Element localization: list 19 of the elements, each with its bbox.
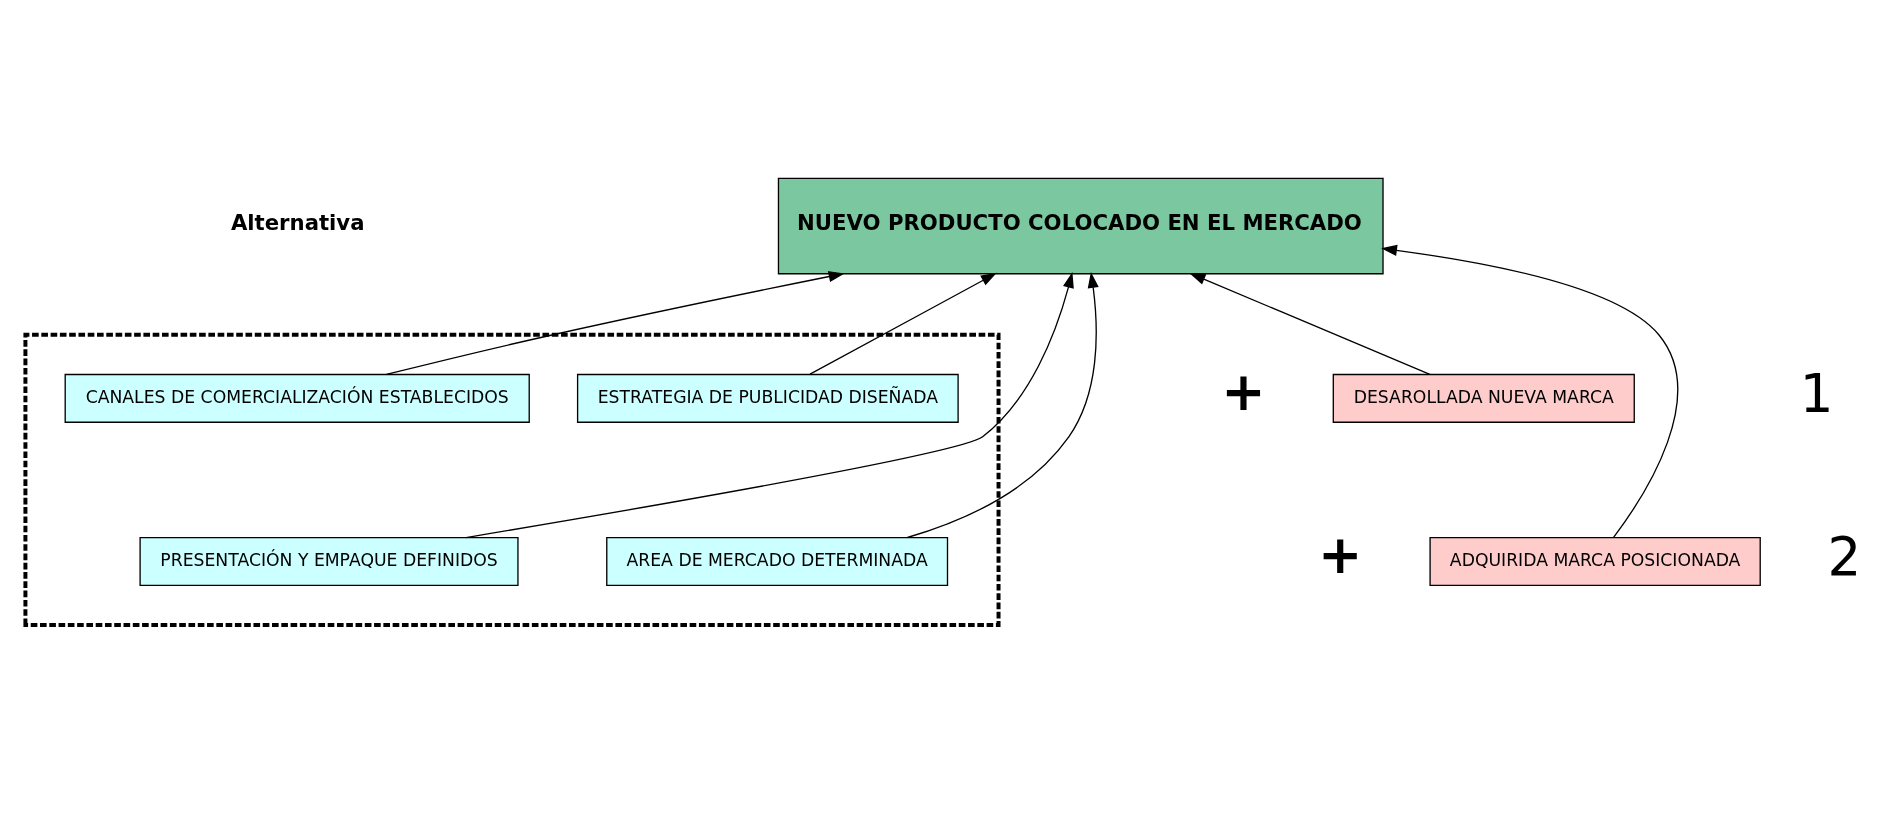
node-box: ADQUIRIDA MARCA POSICIONADA [1429,536,1761,586]
label: Alternativa [230,209,365,235]
arrow [385,270,845,375]
cluster [23,332,1001,627]
node-box: CANALES DE COMERCIALIZACIÓN ESTABLECIDOS [64,373,530,423]
node-box: PRESENTACIÓN Y EMPAQUE DEFINIDOS [139,536,519,586]
node-box: ESTRATEGIA DE PUBLICIDAD DISEÑADA [576,373,959,423]
arrow [1189,272,1431,375]
arrow [809,272,997,375]
arrow [906,271,1099,538]
arrow [465,271,1074,538]
label: + [1318,523,1363,586]
label: 1 [1799,362,1834,425]
label: 2 [1827,525,1862,588]
arrow [1381,244,1679,538]
node-box: NUEVO PRODUCTO COLOCADO EN EL MERCADO [777,177,1384,274]
node-box: AREA DE MERCADO DETERMINADA [606,536,949,586]
label: + [1221,360,1266,423]
node-box: DESAROLLADA NUEVA MARCA [1332,373,1635,423]
